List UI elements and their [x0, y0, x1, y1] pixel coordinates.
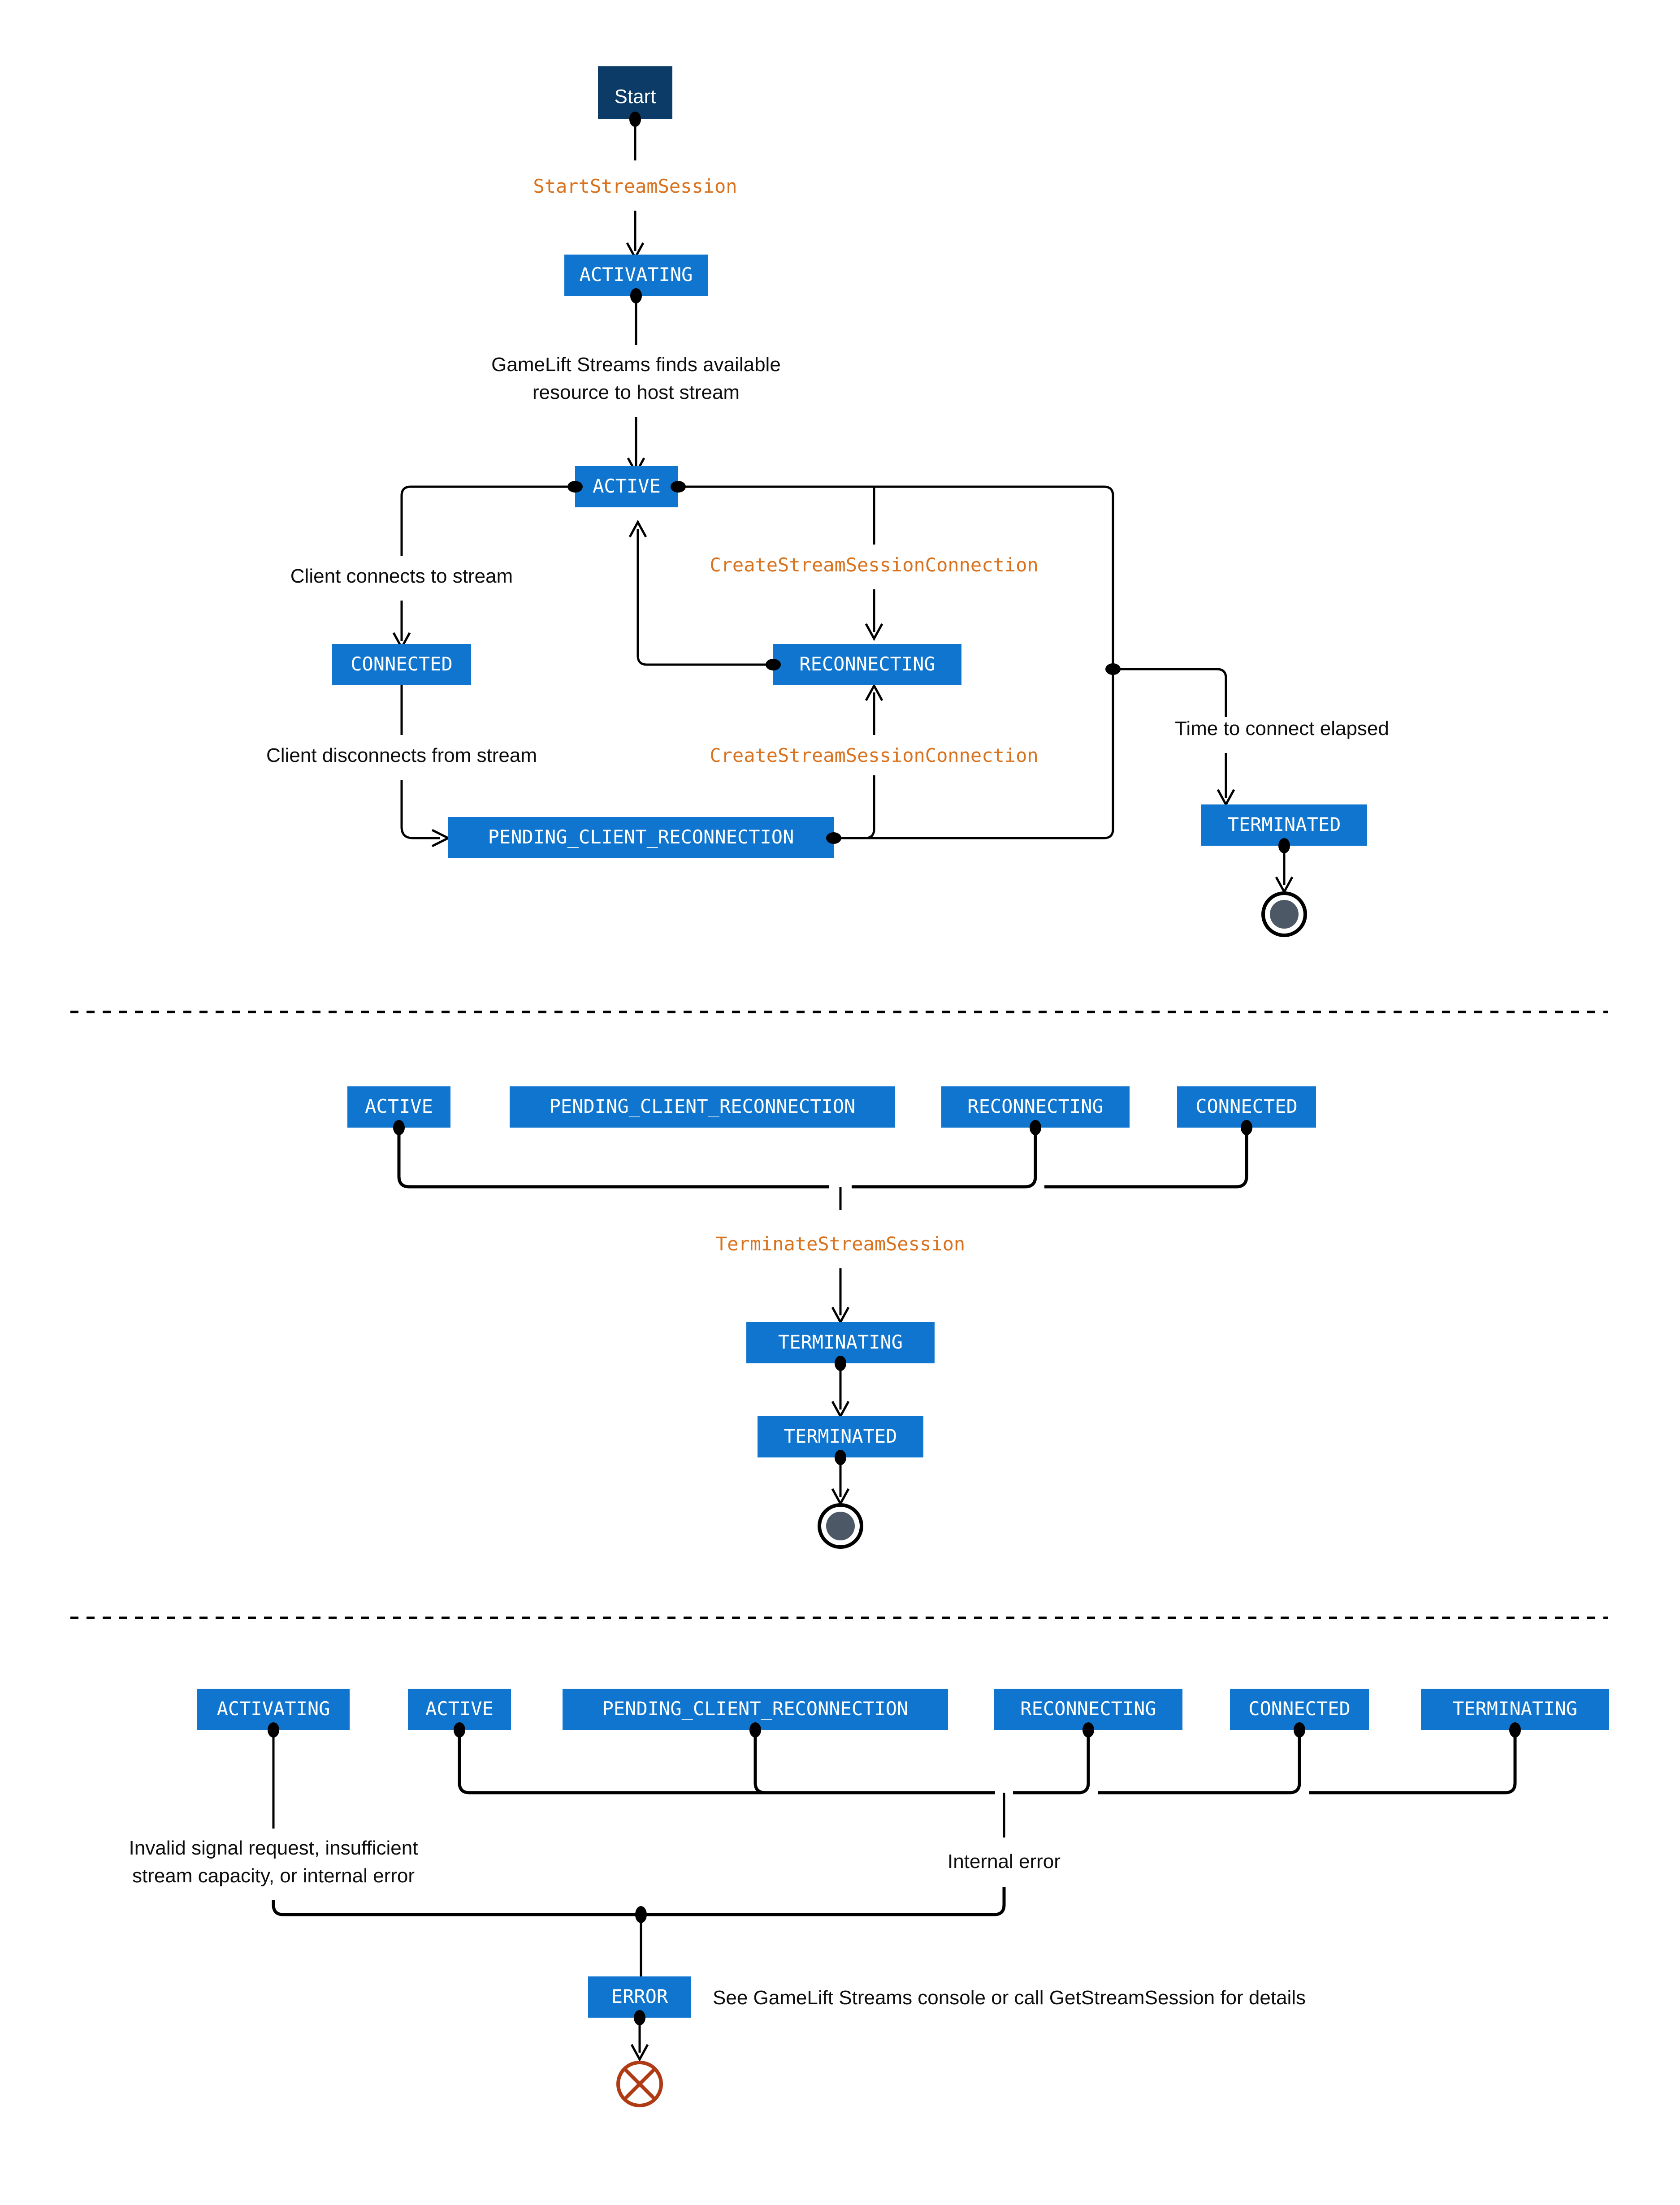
term-active-label: ACTIVE — [365, 1095, 433, 1117]
end-state-termination — [818, 1503, 863, 1549]
note-finds-resource-line2: resource to host stream — [533, 381, 740, 403]
label-client-disconnects: Client disconnects from stream — [266, 744, 537, 766]
terminating-label: TERMINATING — [778, 1331, 903, 1353]
error-terminal-x-icon — [623, 2067, 656, 2101]
error-terminal — [616, 2061, 663, 2107]
edge-time-branch — [1113, 668, 1227, 717]
node-term-src-pending[interactable]: PENDING_CLIENT_RECONNECTION — [510, 1086, 895, 1128]
edge-term-bus-right — [1044, 1128, 1248, 1189]
node-start[interactable]: Start — [598, 66, 672, 119]
end-inner-disc-lifecycle — [1270, 900, 1299, 929]
err-pending-label: PENDING_CLIENT_RECONNECTION — [602, 1698, 909, 1720]
terminated-label-lifecycle: TERMINATED — [1228, 813, 1341, 835]
connected-label: CONNECTED — [351, 653, 453, 675]
edge-term-bus-mid — [852, 1128, 1037, 1189]
term-connected-label: CONNECTED — [1195, 1095, 1298, 1117]
label-start-stream-session: StartStreamSession — [533, 175, 737, 197]
activating-label: ACTIVATING — [580, 264, 693, 285]
edge-internal-bus-from-active — [458, 1730, 995, 1794]
label-terminate-stream-session: TerminateStreamSession — [716, 1233, 965, 1255]
err-terminating-label: TERMINATING — [1453, 1698, 1577, 1720]
edge-internal-bus-from-connected — [1098, 1730, 1301, 1794]
err-reconnecting-label: RECONNECTING — [1020, 1698, 1156, 1720]
pending-box[interactable] — [448, 817, 834, 858]
label-time-to-connect: Time to connect elapsed — [1175, 718, 1389, 739]
edge-reconnecting-to-active — [636, 529, 773, 666]
edge-internal-bus-from-pending — [753, 1730, 995, 1794]
error-terminal-circle — [616, 2061, 663, 2107]
reconnecting-box[interactable] — [773, 644, 961, 685]
label-create-connection-lower: CreateStreamSessionConnection — [710, 744, 1038, 766]
node-err-src-terminating[interactable]: TERMINATING — [1421, 1689, 1609, 1730]
edge-final-merge-left — [272, 1900, 654, 1916]
edge-pending-to-create-lower — [865, 775, 875, 839]
node-err-src-reconnecting[interactable]: RECONNECTING — [994, 1689, 1182, 1730]
pending-label: PENDING_CLIENT_RECONNECTION — [488, 826, 794, 848]
edge-term-bus-left — [397, 1128, 829, 1189]
arrow-to-error-terminal — [630, 2044, 649, 2062]
node-err-src-activating[interactable]: ACTIVATING — [197, 1689, 350, 1730]
term-pending-label: PENDING_CLIENT_RECONNECTION — [550, 1095, 856, 1117]
arrow-to-active-from-reconnecting — [628, 519, 647, 538]
start-box[interactable] — [598, 66, 672, 119]
edge-disconnects-to-pending — [400, 780, 440, 839]
end-inner-disc-termination — [826, 1512, 855, 1540]
node-terminating[interactable]: TERMINATING — [746, 1322, 935, 1363]
error-label: ERROR — [611, 1985, 668, 2007]
term-reconnecting-label: RECONNECTING — [967, 1095, 1103, 1117]
edge-internal-bus-from-reconnecting — [1013, 1730, 1090, 1794]
err-connected-label: CONNECTED — [1248, 1698, 1351, 1720]
start-label: Start — [615, 86, 656, 108]
node-active[interactable]: ACTIVE — [575, 466, 678, 507]
note-error-details: See GameLift Streams console or call Get… — [713, 1987, 1306, 2009]
connected-box[interactable] — [332, 644, 471, 685]
arrow-to-reconnecting-from-below — [865, 683, 883, 701]
label-create-connection-upper: CreateStreamSessionConnection — [710, 554, 1038, 576]
node-reconnecting[interactable]: RECONNECTING — [773, 644, 961, 685]
term-pending-box[interactable] — [510, 1086, 895, 1128]
label-client-connects: Client connects to stream — [290, 565, 513, 587]
active-box[interactable] — [575, 466, 678, 507]
node-term-src-reconnecting[interactable]: RECONNECTING — [941, 1086, 1130, 1128]
node-activating[interactable]: ACTIVATING — [564, 255, 708, 296]
edge-final-merge-right — [628, 1887, 1006, 1916]
note-finds-resource-line1: GameLift Streams finds available — [491, 354, 781, 376]
active-label: ACTIVE — [593, 475, 661, 497]
label-cause-internal-error: Internal error — [948, 1850, 1061, 1872]
err-active-label: ACTIVE — [425, 1698, 494, 1720]
pending-right-dot — [826, 832, 841, 844]
arrow-to-reconnecting-from-above — [865, 623, 883, 641]
label-cause-activating-line1: Invalid signal request, insufficient — [129, 1837, 418, 1859]
edge-active-right-bus — [678, 485, 1114, 839]
terminated-label-termination: TERMINATED — [784, 1425, 897, 1447]
node-connected[interactable]: CONNECTED — [332, 644, 471, 685]
label-cause-activating-line2: stream capacity, or internal error — [132, 1865, 415, 1887]
node-pending-client-reconnection[interactable]: PENDING_CLIENT_RECONNECTION — [448, 817, 834, 858]
edge-active-to-connects-label — [400, 485, 575, 556]
end-state-lifecycle — [1261, 891, 1307, 937]
reconnecting-label: RECONNECTING — [799, 653, 935, 675]
edge-internal-bus-from-terminating — [1309, 1730, 1517, 1794]
err-activating-label: ACTIVATING — [217, 1698, 330, 1720]
